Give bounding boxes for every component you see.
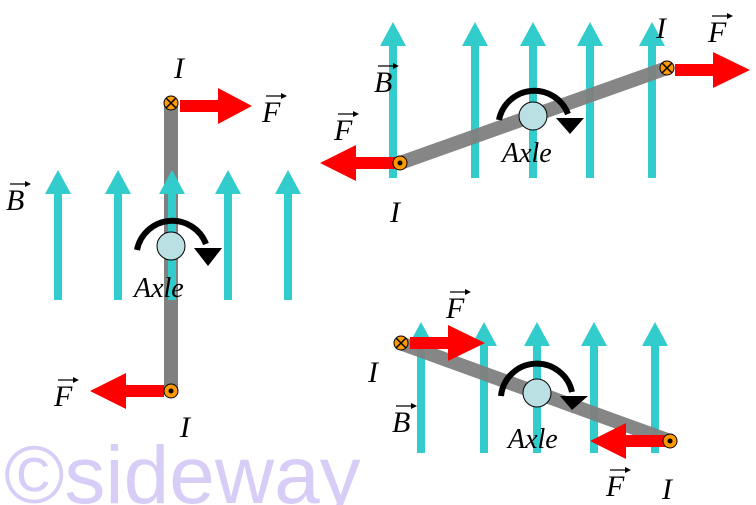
field-arrow bbox=[275, 170, 301, 300]
axle bbox=[518, 101, 548, 131]
force-label: F bbox=[605, 470, 625, 503]
force-arrow-right bbox=[410, 325, 485, 361]
force-label: F bbox=[333, 114, 353, 147]
panel-tilted-down: F I B Axle F I bbox=[367, 289, 678, 505]
current-into-page-icon bbox=[163, 95, 179, 111]
force-arrow-left bbox=[590, 423, 666, 459]
current-into-page-icon bbox=[659, 60, 675, 76]
current-into-page-icon bbox=[393, 335, 409, 351]
current-label: I bbox=[367, 356, 380, 389]
panel-tilted-up: I F B F Axle I bbox=[320, 12, 750, 229]
field-arrow bbox=[462, 22, 488, 178]
current-label: I bbox=[655, 12, 668, 45]
rotation-arrowhead-icon bbox=[560, 396, 588, 410]
axle bbox=[156, 231, 186, 261]
force-label: F bbox=[445, 292, 465, 325]
force-label: F bbox=[261, 96, 281, 129]
field-label: B bbox=[374, 66, 392, 99]
field-arrow bbox=[380, 22, 406, 178]
field-arrow bbox=[105, 170, 131, 300]
force-arrow-left bbox=[90, 373, 164, 409]
axle-label: Axle bbox=[132, 273, 184, 304]
current-out-of-page-icon bbox=[163, 383, 179, 399]
field-arrow bbox=[45, 170, 71, 300]
field-arrow bbox=[581, 322, 607, 453]
axle bbox=[522, 378, 552, 408]
field-arrow bbox=[639, 22, 665, 178]
panel-vertical: I F B Axle F I bbox=[6, 52, 301, 444]
force-label: F bbox=[53, 380, 73, 413]
field-arrow bbox=[577, 22, 603, 178]
rotation-arrow-icon bbox=[134, 217, 209, 251]
axle-label: Axle bbox=[500, 138, 552, 169]
rotation-arrow-icon bbox=[496, 87, 571, 121]
rotation-arrow-icon bbox=[498, 360, 575, 397]
field-label: B bbox=[392, 406, 410, 439]
force-arrow-left bbox=[320, 145, 396, 181]
field-arrow bbox=[642, 322, 668, 453]
current-out-of-page-icon bbox=[662, 433, 678, 449]
current-label: I bbox=[389, 196, 402, 229]
force-arrow-right bbox=[675, 52, 750, 88]
field-arrows bbox=[45, 170, 301, 300]
rotation-arrowhead-icon bbox=[556, 118, 584, 134]
field-arrow bbox=[215, 170, 241, 300]
current-label: I bbox=[661, 473, 674, 505]
force-label: F bbox=[707, 16, 727, 49]
current-out-of-page-icon bbox=[392, 155, 408, 171]
field-label: B bbox=[6, 184, 24, 217]
force-arrow-right bbox=[180, 88, 252, 124]
axle-label: Axle bbox=[506, 424, 558, 455]
rotation-arrowhead-icon bbox=[194, 248, 222, 266]
watermark: ©sideway bbox=[4, 430, 361, 505]
current-label: I bbox=[179, 411, 192, 444]
current-label: I bbox=[173, 52, 186, 85]
